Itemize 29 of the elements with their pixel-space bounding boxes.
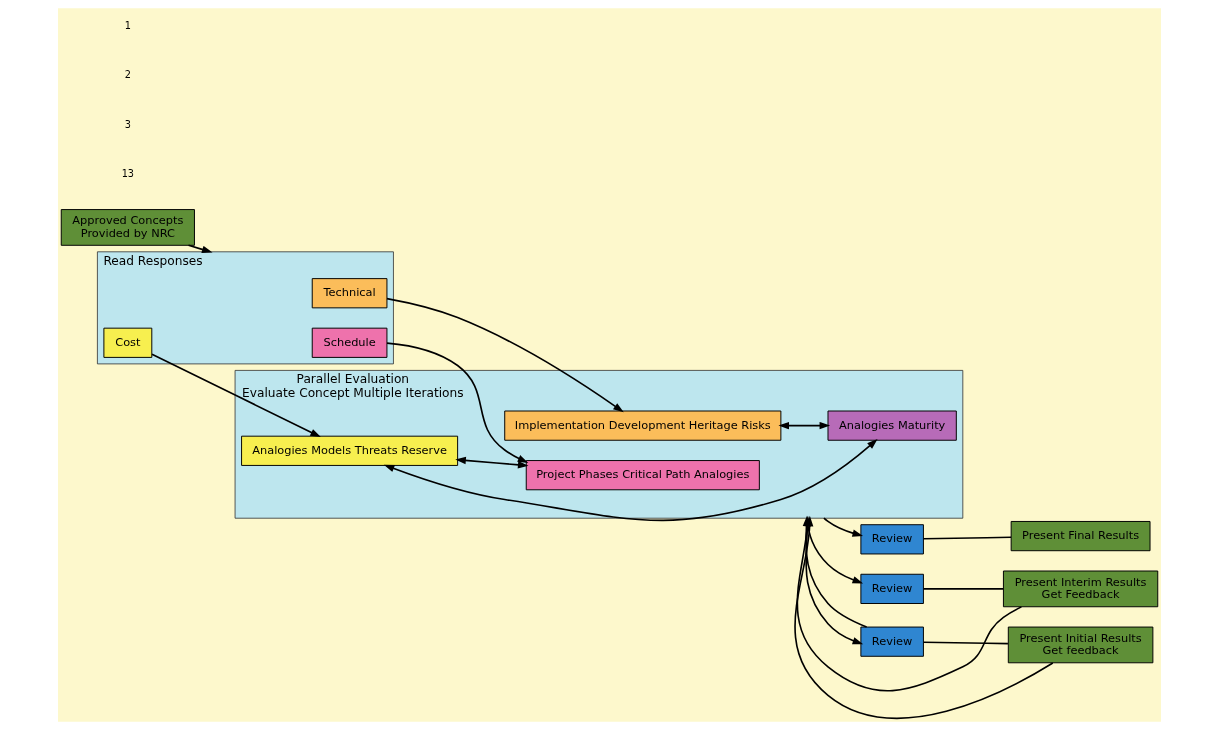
node-box: Implementation Development Heritage Risks <box>503 410 781 441</box>
node-box: Analogies Models Threats Reserve <box>240 435 458 466</box>
connector <box>922 536 1012 540</box>
node-box: Present Final Results <box>1010 521 1150 552</box>
node-box: Review <box>859 573 924 604</box>
label: 2 <box>124 69 131 81</box>
arrow <box>187 244 213 254</box>
node-box: Present Interim Results Get Feedback <box>1002 570 1158 608</box>
arrow <box>385 297 624 413</box>
node-box: Project Phases Critical Path Analogies <box>525 460 760 491</box>
node-box: Review <box>859 626 924 657</box>
label: 13 <box>121 168 134 180</box>
arrow <box>822 517 863 537</box>
node-box: Schedule <box>311 327 387 358</box>
connector <box>922 588 1004 590</box>
label: 1 <box>124 19 131 31</box>
node-box: Cost <box>102 327 152 358</box>
label: 3 <box>124 118 131 130</box>
arrow <box>383 438 878 522</box>
arrow <box>150 353 321 438</box>
node-box: Present Initial Results Get feedback <box>1007 626 1153 664</box>
arrow <box>777 421 830 430</box>
node-box: Analogies Maturity <box>827 410 957 441</box>
node-box: Review <box>859 524 924 555</box>
node-box: Technical <box>311 278 387 309</box>
arrow <box>454 456 528 469</box>
connector <box>922 641 1009 645</box>
arrow <box>385 342 528 463</box>
node-box: Approved Concepts Provided by NRC <box>60 209 195 246</box>
